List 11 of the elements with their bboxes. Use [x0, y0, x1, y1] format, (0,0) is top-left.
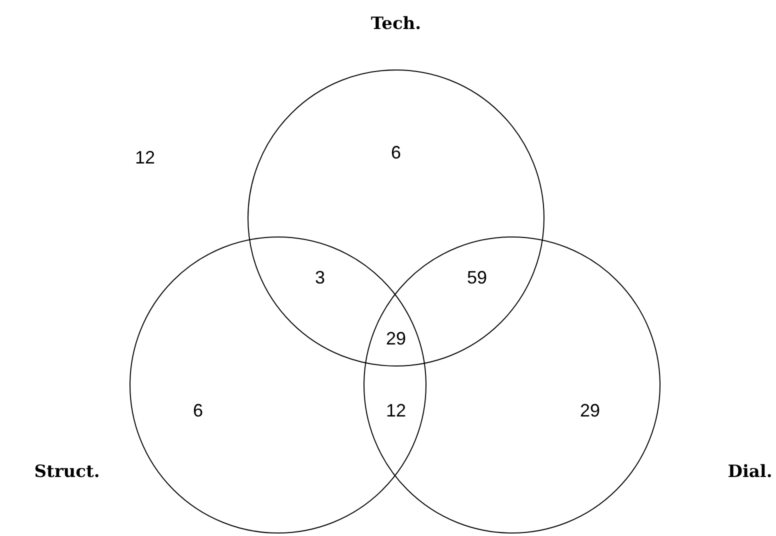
set-label: Tech.	[370, 14, 422, 34]
set-label: Struct.	[34, 462, 100, 482]
region-count: 12	[386, 400, 406, 422]
region-count: 6	[391, 142, 401, 164]
region-count: 29	[386, 328, 406, 350]
region-count: 6	[193, 400, 203, 422]
set-label: Dial.	[728, 462, 772, 482]
region-count: 29	[580, 400, 600, 422]
region-count: 12	[134, 148, 156, 168]
region-count: 3	[315, 268, 325, 288]
region-count: 59	[466, 268, 488, 288]
